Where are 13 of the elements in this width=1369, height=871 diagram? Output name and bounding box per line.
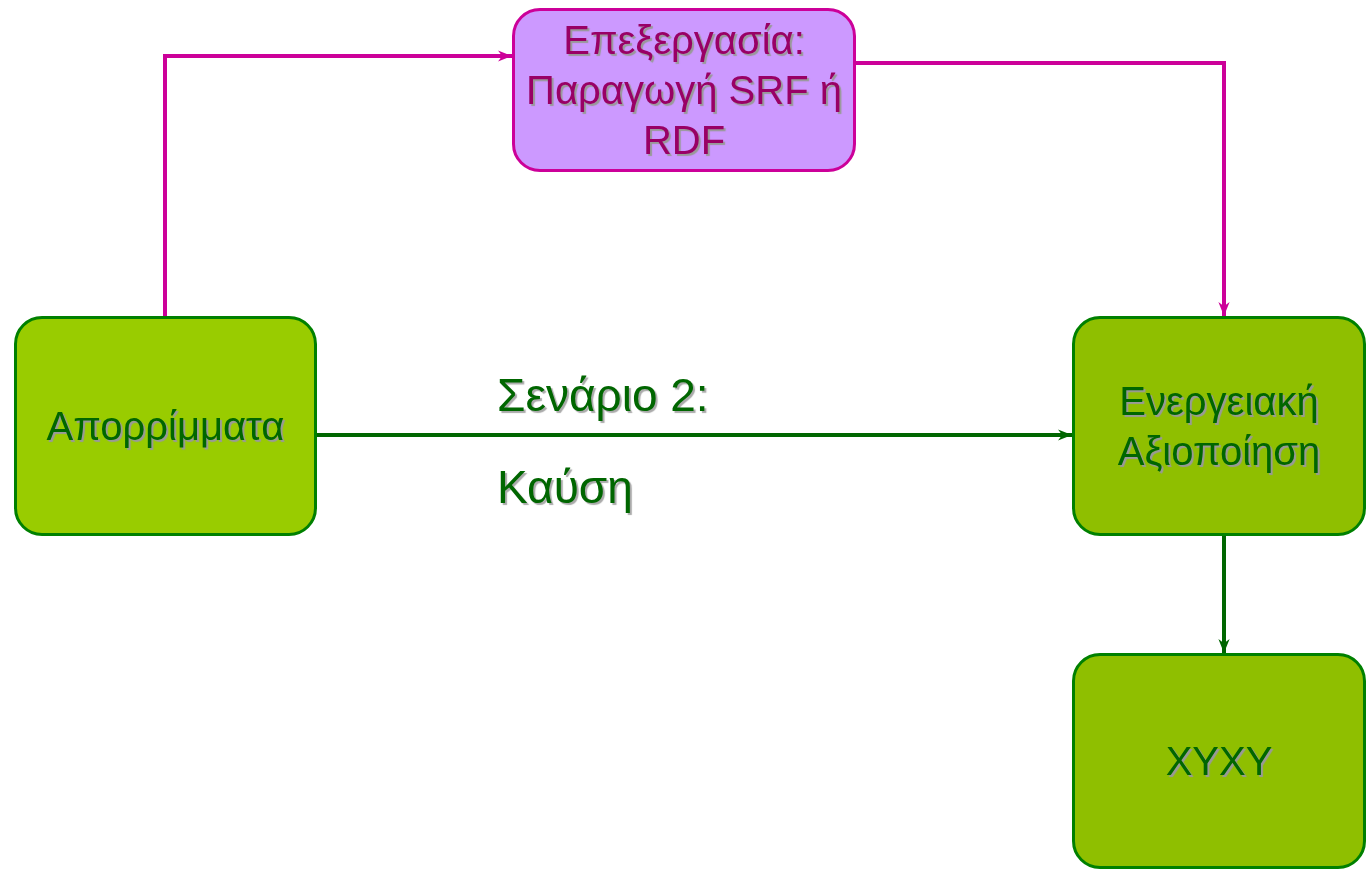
- edge-label: Σενάριο 2: Καύση: [497, 368, 710, 515]
- arrow: [317, 429, 1072, 441]
- node-text: Απορρίμματα: [46, 403, 285, 450]
- arrow: [163, 50, 512, 316]
- rounded-box: [1072, 316, 1366, 536]
- arrow: [1218, 536, 1230, 653]
- arrow: [856, 61, 1230, 316]
- rounded-box: [14, 316, 317, 536]
- node-text: Επεξεργασία: Παραγωγή SRF ή RDF: [525, 17, 843, 164]
- node-text: ΧΥΧΥ: [1165, 738, 1273, 785]
- process-box: [512, 8, 856, 172]
- node-text: Ενεργειακή Αξιοποίηση: [1116, 378, 1322, 475]
- rounded-box: [1072, 653, 1366, 869]
